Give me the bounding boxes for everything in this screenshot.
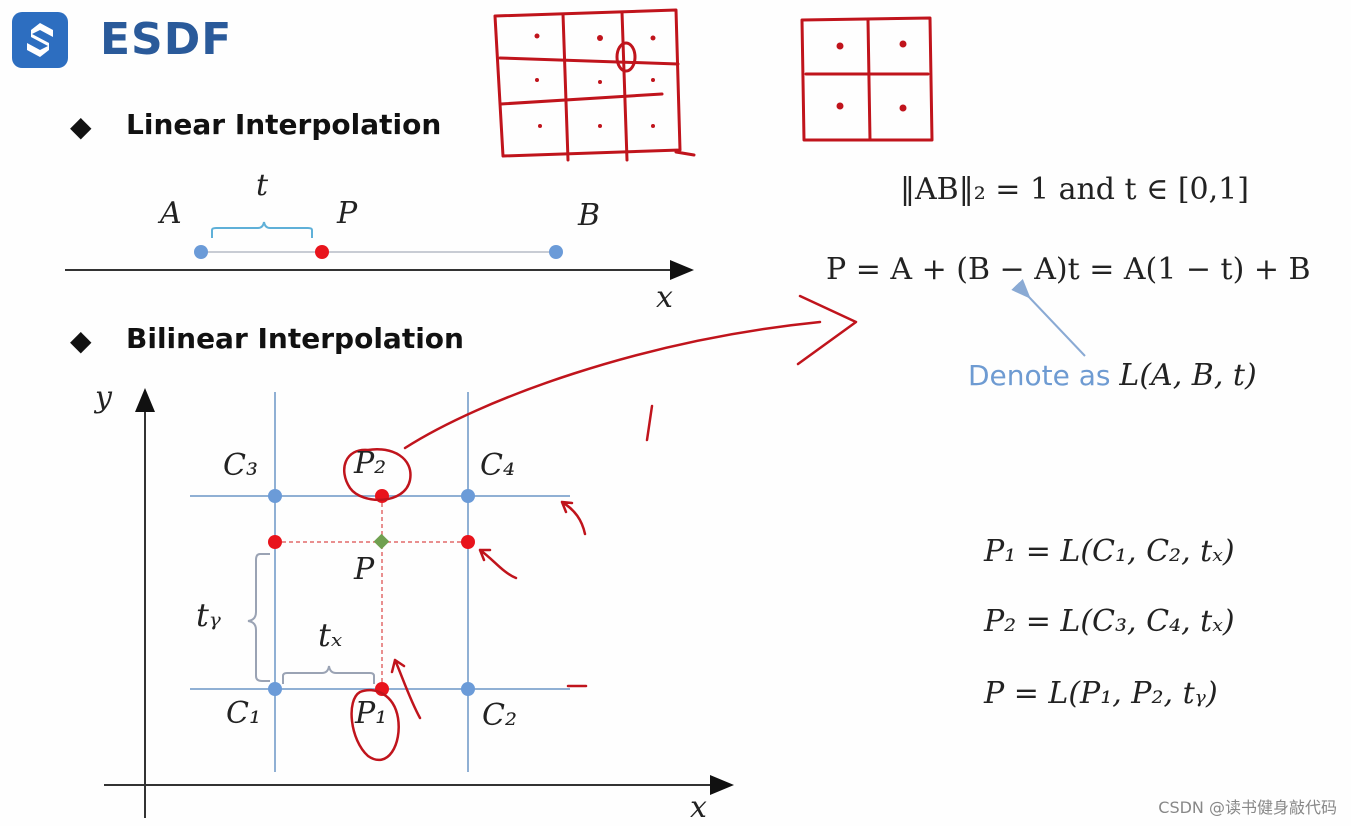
label-C3: C₃	[223, 448, 258, 483]
equation-p2: P₂ = L(C₃, C₄, tₓ)	[984, 604, 1235, 639]
logo-icon	[27, 23, 53, 57]
watermark: CSDN @读书健身敲代码	[1158, 798, 1337, 817]
denote-math: L(A, B, t)	[1119, 358, 1257, 393]
bilinear-heading: Bilinear Interpolation	[126, 322, 464, 355]
axis-x-linear: x	[656, 280, 673, 315]
point-C4	[461, 489, 475, 503]
ink-chevron	[796, 294, 858, 366]
bullet-icon: ◆	[70, 111, 92, 142]
equation-p: P = L(P₁, P₂, tᵧ)	[984, 676, 1218, 711]
point-P	[373, 533, 390, 550]
logo	[12, 12, 68, 68]
brace-t	[211, 221, 313, 238]
label-A: A	[160, 196, 182, 231]
ink-annotations	[342, 294, 858, 762]
point-C2	[461, 682, 475, 696]
axis-x-bilinear: x	[690, 790, 707, 825]
label-t: t	[256, 168, 269, 203]
label-C2: C₂	[482, 698, 517, 733]
label-P2: P₂	[354, 446, 387, 481]
point-A	[194, 245, 208, 259]
sketch-grid-dots	[534, 33, 656, 128]
ink-hook-mid	[478, 548, 518, 580]
label-P: P	[354, 552, 375, 587]
denote-prefix: Denote as	[968, 359, 1120, 392]
label-C1: C₁	[226, 696, 261, 731]
ink-hook-c4	[560, 500, 587, 536]
point-P-linear	[315, 245, 329, 259]
bullet-icon: ◆	[70, 325, 92, 356]
brace-ty	[247, 553, 270, 682]
point-right-mid	[461, 535, 475, 549]
ink-hook-p1	[390, 658, 422, 720]
point-left-mid	[268, 535, 282, 549]
equation-p1: P₁ = L(C₁, C₂, tₓ)	[984, 534, 1235, 569]
label-P-linear: P	[337, 196, 358, 231]
linear-heading: Linear Interpolation	[126, 108, 442, 141]
axis-y: y	[95, 380, 112, 415]
point-C1	[268, 682, 282, 696]
label-ty: tᵧ	[196, 596, 221, 634]
label-tx: tₓ	[318, 616, 343, 654]
ink-tick	[645, 404, 654, 442]
sketch-grid-2x2	[800, 16, 934, 142]
sketch-grid-3x3	[493, 8, 696, 162]
equation-lerp: P = A + (B − A)t = A(1 − t) + B	[826, 252, 1311, 287]
label-C4: C₄	[480, 448, 515, 483]
brace-tx	[282, 665, 375, 684]
equation-norm: ‖AB‖₂ = 1 and t ∈ [0,1]	[900, 172, 1249, 207]
ink-circle-P2	[342, 448, 412, 501]
denote-line: Denote as L(A, B, t)	[968, 358, 1257, 393]
point-C3	[268, 489, 282, 503]
page-title: ESDF	[100, 14, 233, 65]
ink-arrow-to-equation	[403, 320, 822, 450]
sketch-2x2-dots	[836, 40, 907, 112]
label-P1: P₁	[355, 696, 388, 731]
denote-arrow	[1011, 278, 1086, 357]
ink-circle-P1	[350, 688, 400, 762]
label-B: B	[578, 198, 601, 233]
point-B	[549, 245, 563, 259]
